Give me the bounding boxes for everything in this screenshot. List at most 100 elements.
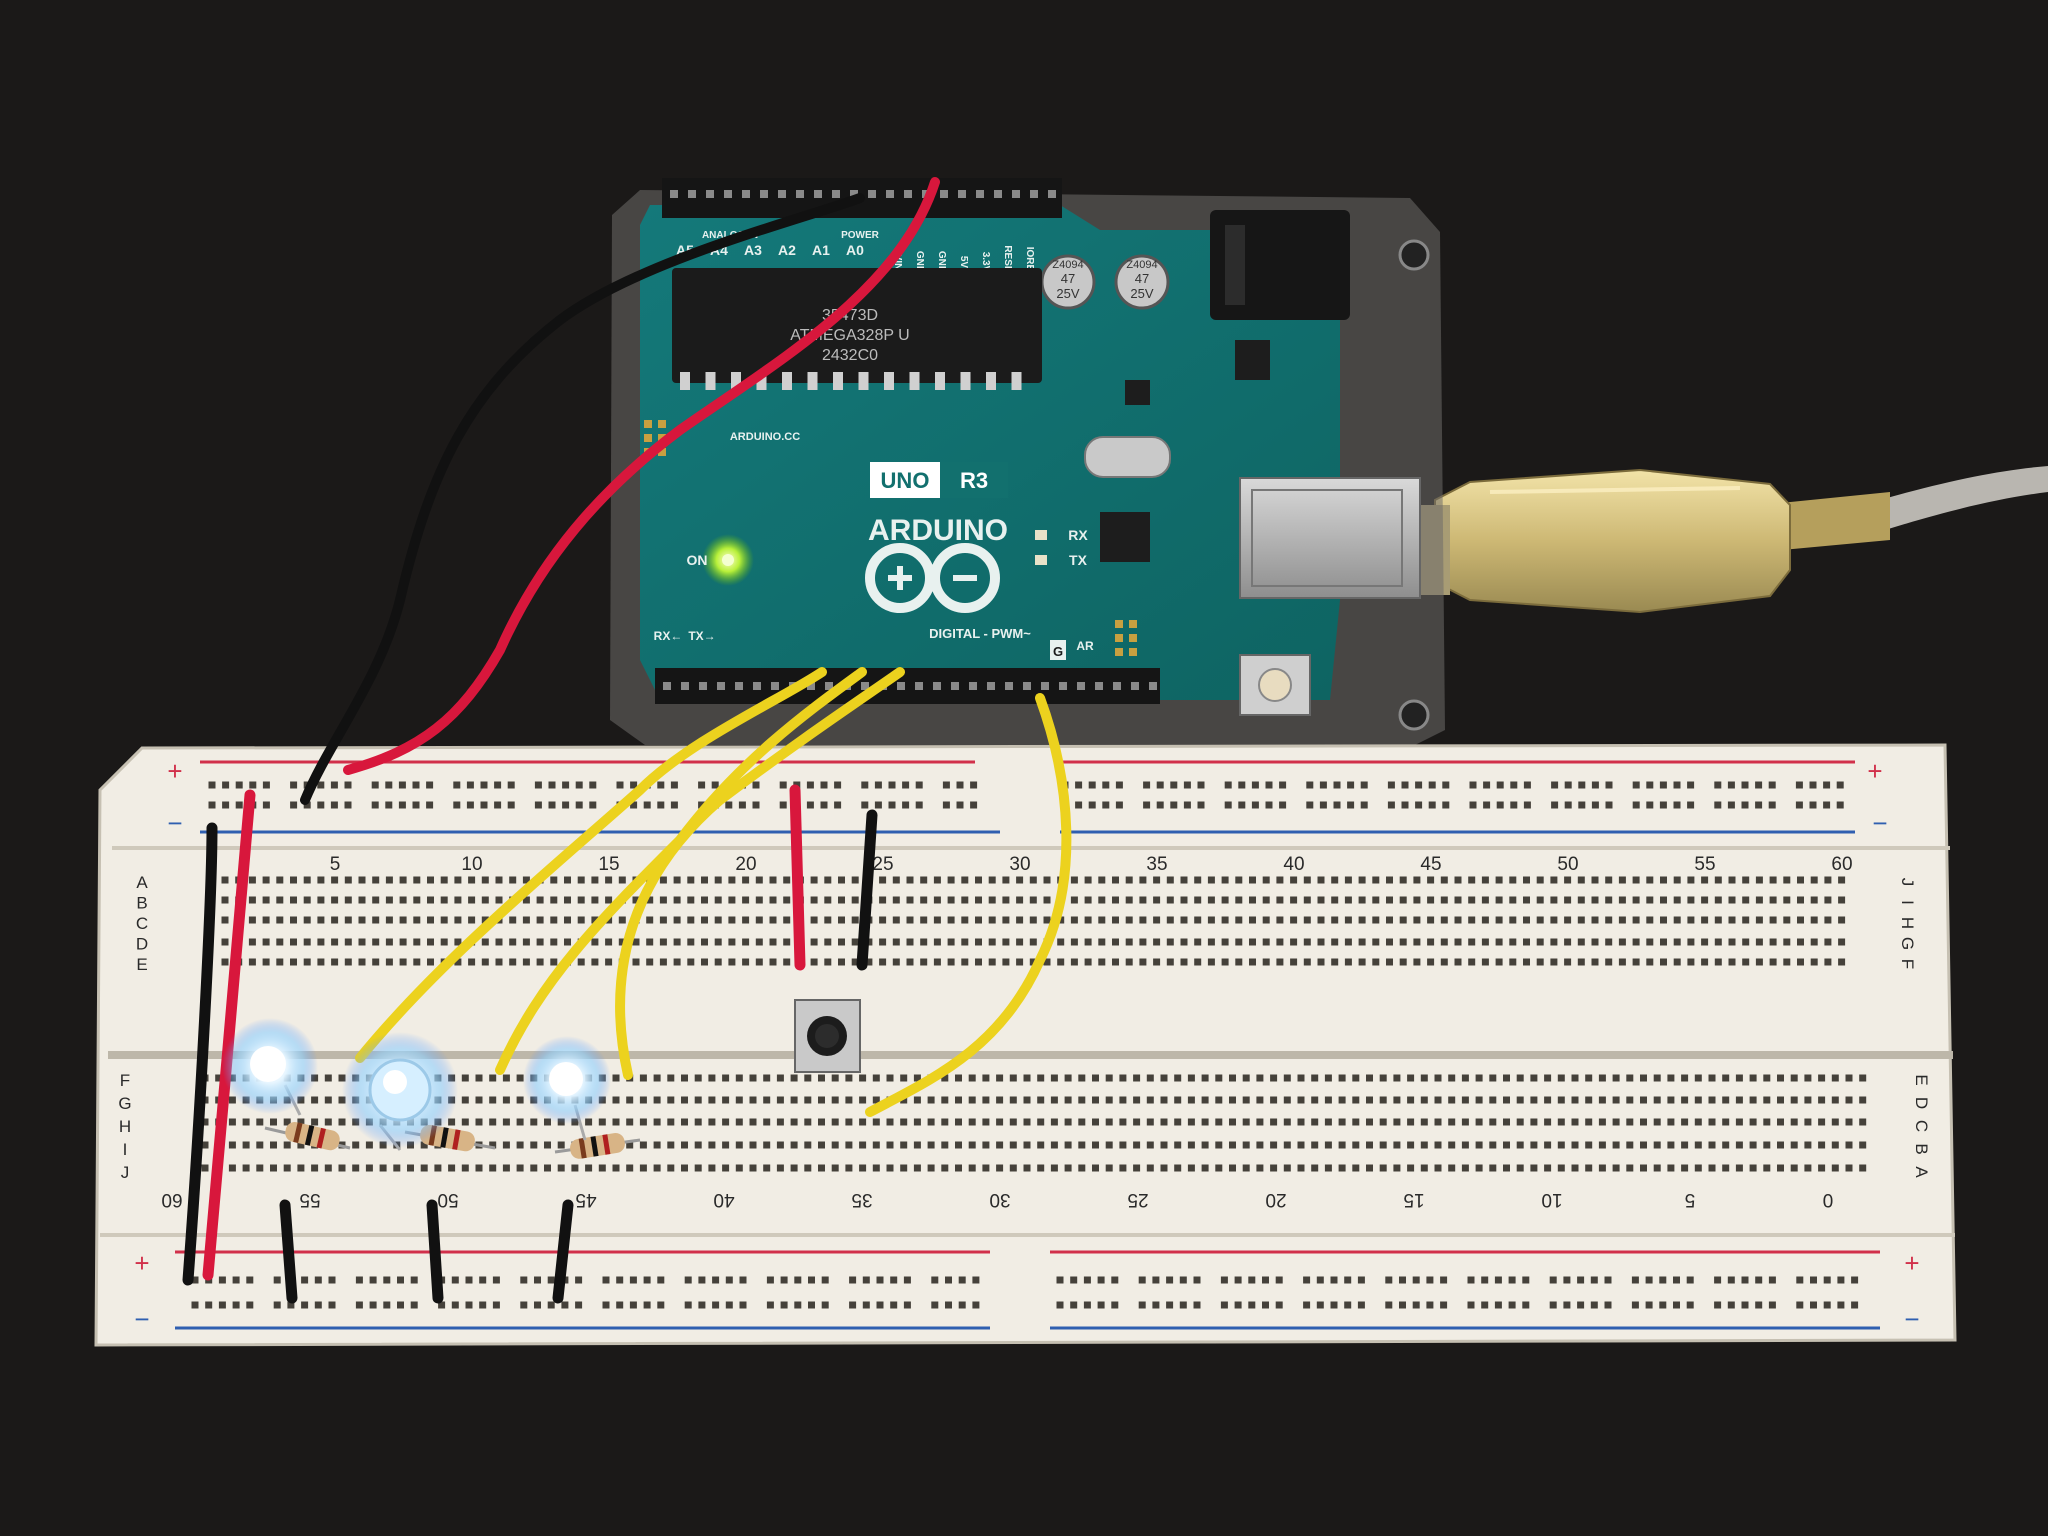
breadboard-hole[interactable] bbox=[1330, 1276, 1338, 1284]
breadboard-hole[interactable] bbox=[1016, 916, 1024, 924]
breadboard-hole[interactable] bbox=[915, 781, 923, 789]
breadboard-hole[interactable] bbox=[739, 1276, 747, 1284]
breadboard-hole[interactable] bbox=[575, 781, 583, 789]
breadboard-hole[interactable] bbox=[612, 1074, 620, 1082]
breadboard-hole[interactable] bbox=[920, 896, 928, 904]
breadboard-hole[interactable] bbox=[879, 958, 887, 966]
breadboard-hole[interactable] bbox=[1590, 1276, 1598, 1284]
breadboard-hole[interactable] bbox=[262, 916, 270, 924]
breadboard-hole[interactable] bbox=[1347, 801, 1355, 809]
breadboard-hole[interactable] bbox=[1831, 1118, 1839, 1126]
breadboard-hole[interactable] bbox=[1316, 1301, 1324, 1309]
breadboard-hole[interactable] bbox=[520, 1276, 528, 1284]
breadboard-hole[interactable] bbox=[859, 1118, 867, 1126]
breadboard-hole[interactable] bbox=[1660, 896, 1667, 904]
push-button[interactable] bbox=[794, 999, 861, 1073]
breadboard-hole[interactable] bbox=[1714, 938, 1722, 946]
breadboard-hole[interactable] bbox=[879, 916, 887, 924]
breadboard-hole[interactable] bbox=[466, 781, 474, 789]
breadboard-hole[interactable] bbox=[890, 1301, 898, 1309]
breadboard-hole[interactable] bbox=[902, 801, 910, 809]
breadboard-hole[interactable] bbox=[1845, 1164, 1853, 1172]
breadboard-hole[interactable] bbox=[1183, 801, 1191, 809]
breadboard-hole[interactable] bbox=[1174, 1074, 1182, 1082]
breadboard-hole[interactable] bbox=[495, 958, 503, 966]
breadboard-hole[interactable] bbox=[821, 1276, 829, 1284]
breadboard-hole[interactable] bbox=[1078, 1074, 1086, 1082]
breadboard-hole[interactable] bbox=[397, 1301, 404, 1309]
breadboard-hole[interactable] bbox=[564, 938, 571, 946]
breadboard-hole[interactable] bbox=[1722, 1164, 1730, 1172]
breadboard-hole[interactable] bbox=[653, 1096, 661, 1104]
breadboard-hole[interactable] bbox=[297, 1164, 305, 1172]
breadboard-hole[interactable] bbox=[426, 781, 434, 789]
breadboard-hole[interactable] bbox=[915, 801, 923, 809]
breadboard-hole[interactable] bbox=[845, 1141, 853, 1149]
breadboard-hole[interactable] bbox=[1851, 1301, 1859, 1309]
breadboard-hole[interactable] bbox=[766, 1276, 774, 1284]
breadboard-hole[interactable] bbox=[1563, 1276, 1571, 1284]
breadboard-hole[interactable] bbox=[1372, 938, 1380, 946]
breadboard-hole[interactable] bbox=[776, 1118, 784, 1126]
breadboard-hole[interactable] bbox=[1352, 1096, 1360, 1104]
breadboard-hole[interactable] bbox=[725, 1301, 733, 1309]
breadboard-hole[interactable] bbox=[1659, 1301, 1667, 1309]
breadboard-hole[interactable] bbox=[1084, 958, 1092, 966]
breadboard-hole[interactable] bbox=[1427, 938, 1435, 946]
breadboard-hole[interactable] bbox=[466, 801, 474, 809]
breadboard-hole[interactable] bbox=[913, 1141, 921, 1149]
breadboard-hole[interactable] bbox=[331, 958, 339, 966]
breadboard-hole[interactable] bbox=[228, 1164, 236, 1172]
breadboard-hole[interactable] bbox=[591, 916, 599, 924]
breadboard-hole[interactable] bbox=[742, 876, 750, 884]
breadboard-hole[interactable] bbox=[1207, 896, 1215, 904]
breadboard-hole[interactable] bbox=[1646, 958, 1654, 966]
breadboard-hole[interactable] bbox=[1687, 916, 1695, 924]
breadboard-hole[interactable] bbox=[338, 1074, 346, 1082]
breadboard-hole[interactable] bbox=[605, 876, 613, 884]
breadboard-hole[interactable] bbox=[1495, 916, 1503, 924]
breadboard-hole[interactable] bbox=[602, 1276, 610, 1284]
breadboard-hole[interactable] bbox=[1434, 1096, 1442, 1104]
breadboard-hole[interactable] bbox=[742, 896, 750, 904]
breadboard-hole[interactable] bbox=[1221, 938, 1229, 946]
breadboard-hole[interactable] bbox=[927, 1118, 935, 1126]
breadboard-hole[interactable] bbox=[1133, 1118, 1141, 1126]
breadboard-hole[interactable] bbox=[420, 1164, 428, 1172]
breadboard-hole[interactable] bbox=[859, 1074, 867, 1082]
breadboard-hole[interactable] bbox=[276, 916, 284, 924]
breadboard-hole[interactable] bbox=[742, 938, 750, 946]
breadboard-hole[interactable] bbox=[632, 938, 640, 946]
breadboard-hole[interactable] bbox=[1728, 896, 1736, 904]
breadboard-hole[interactable] bbox=[385, 896, 393, 904]
breadboard-hole[interactable] bbox=[1727, 781, 1735, 789]
breadboard-hole[interactable] bbox=[1810, 876, 1818, 884]
breadboard-hole[interactable] bbox=[1824, 958, 1832, 966]
breadboard-hole[interactable] bbox=[996, 1164, 1004, 1172]
breadboard-hole[interactable] bbox=[694, 1141, 702, 1149]
breadboard-hole[interactable] bbox=[1659, 781, 1667, 789]
breadboard-hole[interactable] bbox=[739, 1301, 747, 1309]
breadboard-hole[interactable] bbox=[888, 801, 896, 809]
breadboard-hole[interactable] bbox=[1427, 896, 1435, 904]
breadboard-hole[interactable] bbox=[1153, 876, 1161, 884]
breadboard-hole[interactable] bbox=[874, 781, 882, 789]
breadboard-hole[interactable] bbox=[352, 1141, 360, 1149]
breadboard-hole[interactable] bbox=[1387, 801, 1395, 809]
breadboard-hole[interactable] bbox=[550, 876, 558, 884]
breadboard-hole[interactable] bbox=[564, 896, 571, 904]
breadboard-hole[interactable] bbox=[1831, 1096, 1839, 1104]
breadboard-hole[interactable] bbox=[1303, 896, 1311, 904]
breadboard-hole[interactable] bbox=[383, 1301, 391, 1309]
breadboard-hole[interactable] bbox=[290, 958, 297, 966]
breadboard-hole[interactable] bbox=[749, 1074, 757, 1082]
breadboard-hole[interactable] bbox=[776, 1074, 784, 1082]
breadboard-hole[interactable] bbox=[1701, 958, 1709, 966]
breadboard-hole[interactable] bbox=[1448, 1164, 1456, 1172]
breadboard-hole[interactable] bbox=[1276, 938, 1284, 946]
breadboard-hole[interactable] bbox=[1119, 1074, 1127, 1082]
breadboard-hole[interactable] bbox=[1215, 1141, 1223, 1149]
breadboard-hole[interactable] bbox=[1440, 1276, 1448, 1284]
breadboard-hole[interactable] bbox=[516, 1118, 524, 1126]
breadboard-hole[interactable] bbox=[1797, 958, 1804, 966]
